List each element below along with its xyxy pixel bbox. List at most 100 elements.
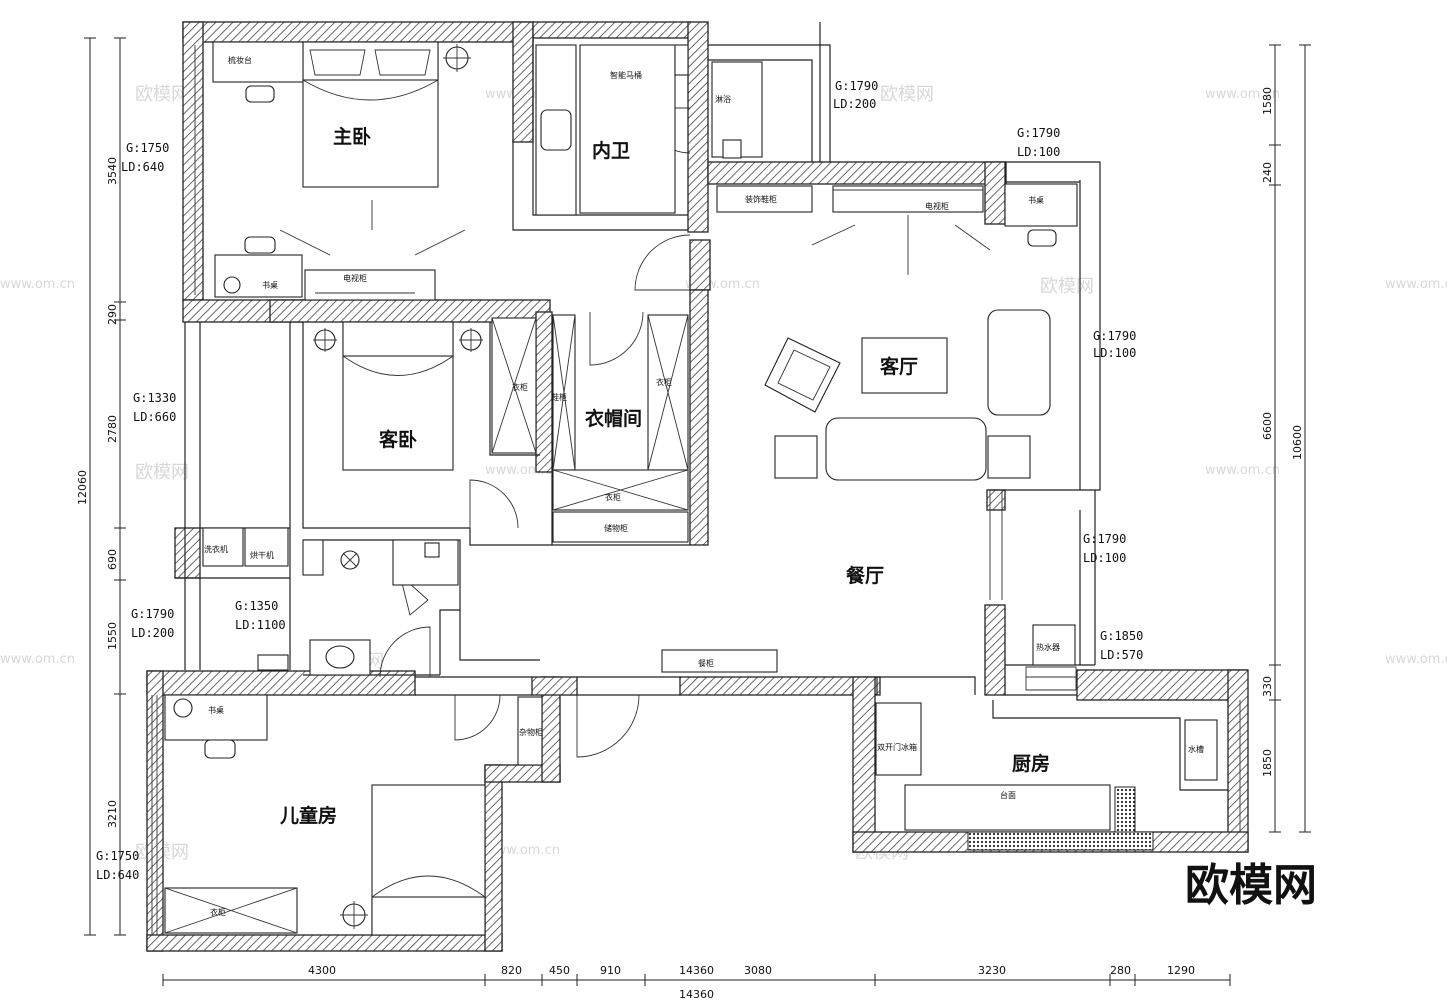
dim-label-left: 290 <box>106 304 119 325</box>
shoe-cabinet <box>716 185 813 213</box>
spec-ld: LD:570 <box>1100 648 1143 662</box>
watermark-domain: www.om.cn <box>485 843 560 858</box>
counter <box>904 784 1111 831</box>
room-label-master-bedroom: 主卧 <box>333 126 371 148</box>
dimension-lines: 12060 3540 290 2780 690 1550 3210 10600 … <box>76 37 1311 1001</box>
dim-label-right: 6600 <box>1261 412 1274 440</box>
room-label-kids: 儿童房 <box>279 804 337 827</box>
dim-label-bottom: 450 <box>549 964 570 977</box>
watermark-domain: www.om.cn <box>1385 277 1447 292</box>
spec-ld: LD:100 <box>1083 551 1126 565</box>
wall <box>1227 669 1249 853</box>
wardrobe-label: 衣柜 <box>605 492 621 502</box>
vanity-label: 梳妆台 <box>228 55 252 65</box>
wall <box>512 21 534 143</box>
sink-icon <box>325 645 355 669</box>
wall <box>984 604 1006 696</box>
spec-ld: LD:640 <box>96 868 139 882</box>
desk-label: 书桌 <box>208 705 224 715</box>
dim-label-left: 2780 <box>106 415 119 443</box>
dim-label-bottom: 4300 <box>308 964 336 977</box>
wall <box>535 311 553 473</box>
brand-logo: 欧模网 <box>1185 860 1317 911</box>
room-label-living: 客厅 <box>880 355 918 378</box>
wardrobe-label: 衣柜 <box>512 382 528 392</box>
wall <box>687 21 709 233</box>
wall <box>852 676 876 853</box>
bathroom-2-fixtures: 洗衣机 烘干机 <box>202 527 459 676</box>
chair-icon <box>204 739 236 759</box>
room-label-cloakroom: 衣帽间 <box>585 407 642 430</box>
dim-label-right: 240 <box>1261 162 1274 183</box>
side-table-icon <box>774 435 818 479</box>
kitchen-furniture: 双开门冰箱 水槽 台面 厨房 <box>875 666 1228 851</box>
spec-g: G:1790 <box>1017 126 1060 140</box>
spec-g: G:1850 <box>1100 629 1143 643</box>
washing-machine-label: 洗衣机 <box>204 544 228 554</box>
smart-toilet-label: 智能马桶 <box>610 70 642 80</box>
wall <box>182 21 534 43</box>
spec-g: G:1790 <box>835 79 878 93</box>
water-heater <box>1032 624 1076 666</box>
master-bedroom-furniture: 梳妆台 书桌 电视柜 主卧 <box>212 41 471 301</box>
wall <box>532 21 691 39</box>
toilet-icon <box>424 542 440 558</box>
dim-label-bottom-total: 14360 <box>679 988 714 1000</box>
pillows <box>302 41 439 81</box>
spec-g: G:1790 <box>131 607 174 621</box>
living-room-furniture: 装饰鞋柜 电视柜 书桌 客厅 <box>716 183 1078 481</box>
armchair-icon <box>764 337 841 413</box>
wall <box>707 161 1007 185</box>
watermark-brand: 欧模网 <box>1040 276 1094 297</box>
desk <box>1004 183 1078 227</box>
watermark-domain: www.om.cn <box>0 652 75 667</box>
broom-cabinet-label: 杂物柜 <box>519 727 543 737</box>
shoe-rack-label: 鞋柜 <box>551 392 567 402</box>
desk-label: 书桌 <box>1028 195 1044 205</box>
shower-area <box>579 44 676 214</box>
wall <box>689 239 711 291</box>
guest-bedroom-furniture: 客卧 衣柜 鞋柜 衣柜 衣帽间 衣柜 储物柜 <box>313 314 689 543</box>
washing-machine <box>202 527 244 567</box>
wall <box>689 289 709 546</box>
toilet-icon <box>722 139 742 159</box>
spec-g: G:1790 <box>1083 532 1126 546</box>
pillows <box>371 896 486 936</box>
room-label-kitchen: 厨房 <box>1012 752 1050 775</box>
vanity-table <box>212 41 304 83</box>
lamp-icon <box>223 276 241 294</box>
room-label-guest: 客卧 <box>379 428 417 451</box>
wall <box>484 764 503 952</box>
living-room-sign <box>861 337 948 394</box>
dryer <box>244 527 289 567</box>
watermark-domain: www.om.cn <box>1385 652 1447 667</box>
shower-fixture <box>302 539 324 576</box>
dim-label-left: 690 <box>106 549 119 570</box>
counter-label: 台面 <box>1000 790 1016 800</box>
side-table-icon <box>987 435 1031 479</box>
wall <box>531 676 578 696</box>
wardrobe-label: 衣柜 <box>656 377 672 387</box>
wall-lines <box>151 22 1241 935</box>
spec-g: G:1750 <box>96 849 139 863</box>
dining-room: 餐厅 餐柜 热水器 <box>661 564 1076 673</box>
spec-ld: LD:1100 <box>235 618 286 632</box>
watermark-domain: www.om.cn <box>1205 87 1280 102</box>
spec-ld: LD:200 <box>131 626 174 640</box>
spec-ld: LD:640 <box>121 160 164 174</box>
wall <box>679 676 881 696</box>
watermark-brand: 欧模网 <box>135 84 189 105</box>
tv-cabinet <box>304 269 436 301</box>
doors <box>379 107 1003 758</box>
sink-icon <box>540 109 572 151</box>
sink-label: 水槽 <box>1188 744 1204 754</box>
wall <box>182 21 204 301</box>
spec-g: G:1750 <box>126 141 169 155</box>
dim-label-bottom: 3080 <box>744 964 772 977</box>
wall <box>984 161 1006 225</box>
chair-icon <box>1027 229 1057 247</box>
fridge <box>875 702 922 776</box>
window-specs: G:1750 LD:640 G:1790 LD:200 G:1790 LD:10… <box>96 79 1143 882</box>
chair-icon <box>244 236 276 254</box>
spec-g: G:1330 <box>133 391 176 405</box>
